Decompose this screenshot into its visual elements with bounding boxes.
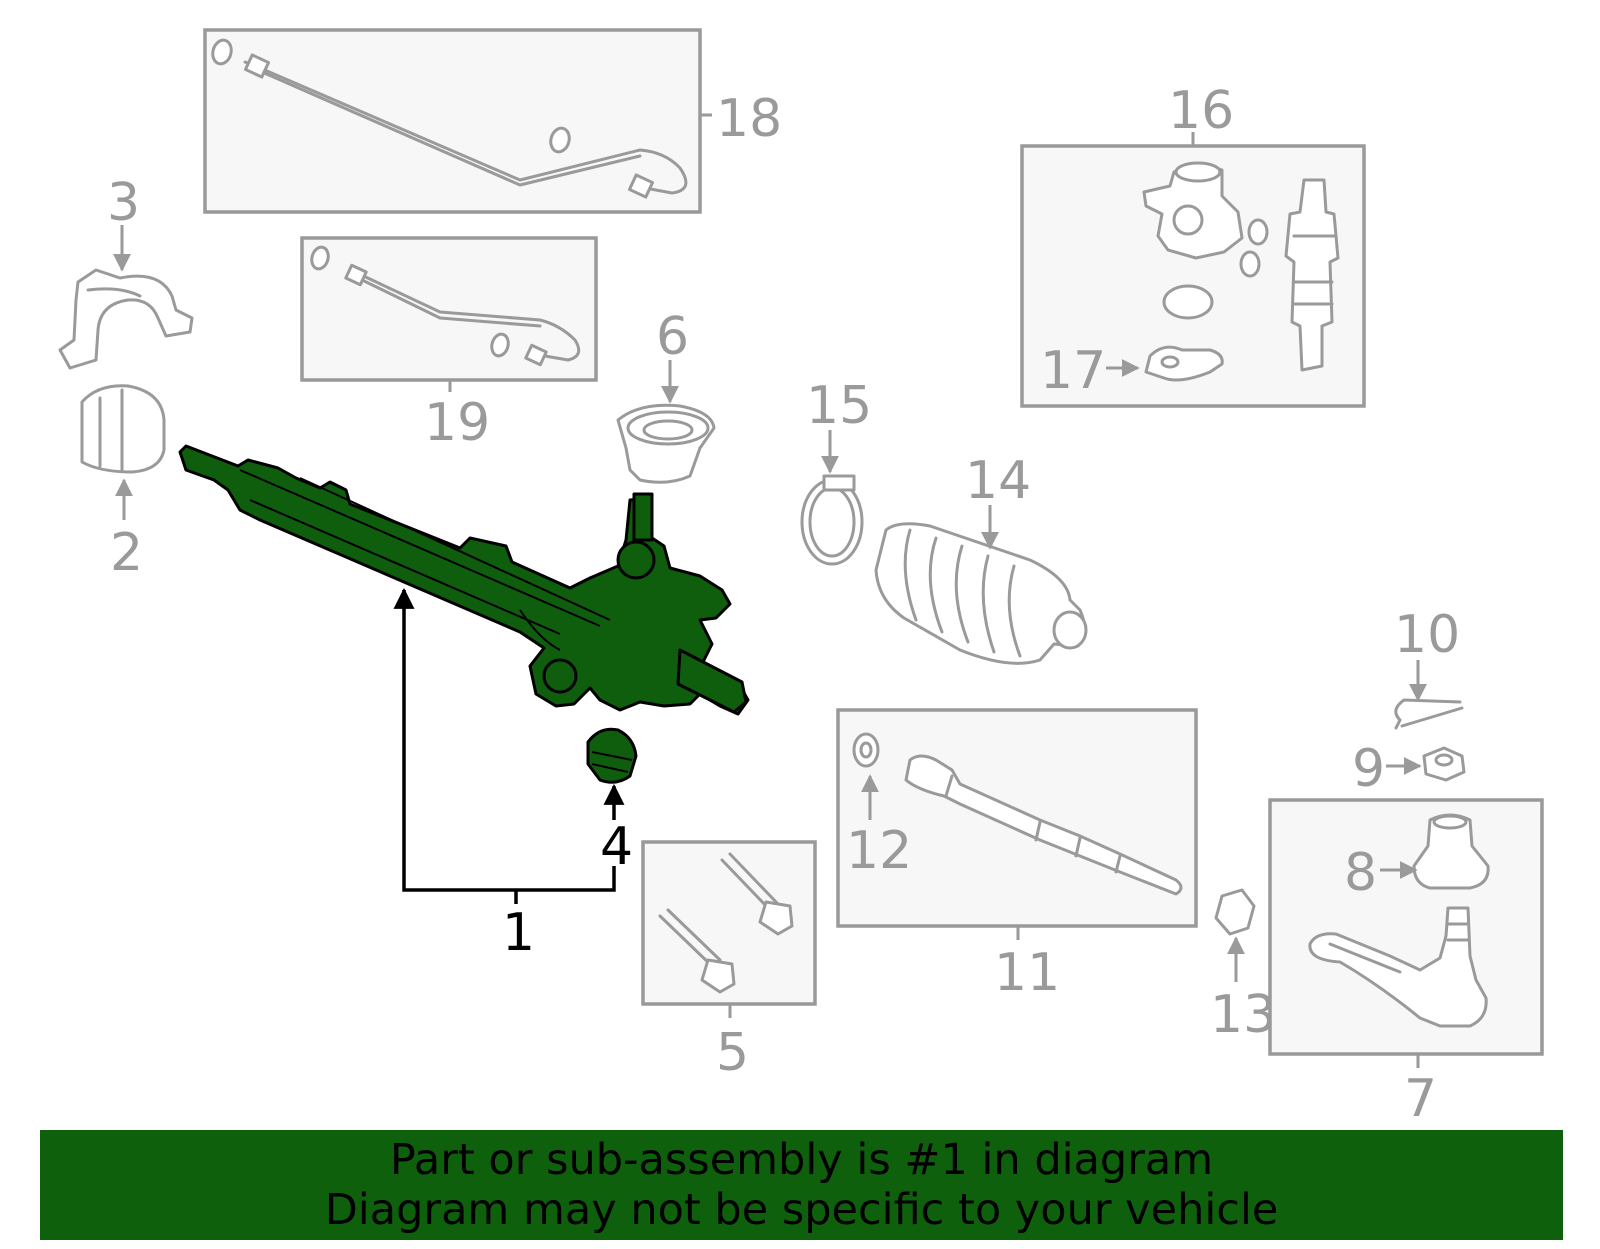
callout-13: 13	[1210, 985, 1276, 1045]
part-7-tie-rod-end-group	[1268, 798, 1544, 1068]
part-15-clamp	[800, 474, 864, 566]
callout-10: 10	[1394, 605, 1460, 665]
part-18-pressure-line-group	[203, 28, 712, 214]
callout-7: 7	[1404, 1069, 1437, 1129]
callout-19: 19	[424, 393, 490, 453]
callout-8: 8	[1344, 843, 1377, 903]
callout-17: 17	[1040, 341, 1106, 401]
part-4-damper	[586, 727, 638, 784]
part-6-seal	[616, 403, 716, 484]
callout-1-leader	[402, 590, 616, 892]
banner-line-1: Part or sub-assembly is #1 in diagram	[389, 1135, 1214, 1185]
banner-line-2: Diagram may not be specific to your vehi…	[324, 1185, 1279, 1235]
callout-11: 11	[994, 943, 1060, 1003]
part-5-bolts-group	[641, 840, 817, 1018]
callout-2: 2	[110, 523, 143, 583]
callout-4: 4	[600, 817, 633, 877]
callout-6: 6	[656, 307, 689, 367]
part-2-bushing	[80, 384, 166, 474]
part-9-castle-nut	[1422, 746, 1466, 782]
pressure-hose-line	[243, 60, 688, 195]
callout-3: 3	[107, 173, 140, 233]
part-3-bracket	[58, 268, 194, 370]
callout-9: 9	[1352, 739, 1385, 799]
part-14-boot	[874, 522, 1088, 665]
callout-12: 12	[846, 821, 912, 881]
callout-15: 15	[806, 376, 872, 436]
callout-14: 14	[965, 451, 1031, 511]
part-1-steering-rack	[178, 444, 750, 716]
part-11-tie-rod-group	[836, 708, 1198, 940]
callout-16: 16	[1168, 81, 1234, 141]
callout-5: 5	[716, 1023, 749, 1083]
return-hose-line	[353, 270, 581, 362]
disclaimer-banner: Part or sub-assembly is #1 in diagram Di…	[40, 1130, 1563, 1240]
part-19-return-line-group	[300, 236, 598, 392]
part-16-valve-group	[1020, 132, 1366, 408]
callout-18: 18	[716, 89, 782, 149]
part-13-nut	[1214, 888, 1256, 936]
callout-1: 1	[502, 903, 535, 963]
part-10-cotter-pin	[1394, 698, 1464, 730]
